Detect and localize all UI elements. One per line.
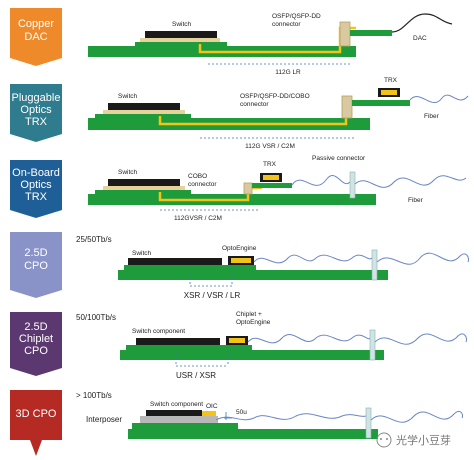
span-label: XSR / VSR / LR <box>184 291 241 300</box>
fiber <box>354 175 467 188</box>
trx-label: TRX <box>384 77 398 84</box>
switch-label: Switch <box>132 250 152 257</box>
pcb-board <box>120 350 384 360</box>
switch-label: Switch <box>118 93 138 100</box>
dac-label: DAC <box>413 35 427 42</box>
row-2-5d-cpo: 25/50Tb/s Switch OptoEngine XSR / VSR / … <box>76 235 469 300</box>
switch-chip <box>128 258 222 265</box>
svg-text:光学小豆芽: 光学小豆芽 <box>396 433 451 447</box>
fiber <box>370 411 463 423</box>
distance-label: 50u <box>236 409 247 416</box>
switch-chip <box>145 31 217 38</box>
cobo-connector <box>341 95 353 119</box>
oic-chip <box>202 411 216 416</box>
svg-text:DAC: DAC <box>24 31 47 43</box>
wechat-icon <box>376 432 392 448</box>
svg-text:2.5D: 2.5D <box>24 247 47 259</box>
svg-text:CPO: CPO <box>24 260 48 272</box>
passive-connector-label: Passive connector <box>312 155 366 162</box>
stage-2-5d-chiplet-cpo: 2.5D Chiplet CPO <box>10 312 62 376</box>
fiber <box>376 252 469 265</box>
switch-chip <box>146 410 202 416</box>
bandwidth-label: 50/100Tb/s <box>76 313 116 322</box>
row-copper-dac: Switch OSFP/QSFP-DD connector DAC 112G L… <box>88 13 453 76</box>
svg-text:Optics: Optics <box>20 104 52 116</box>
stage-copper-dac: Copper DAC <box>10 8 62 66</box>
svg-text:CPO: CPO <box>24 345 48 357</box>
svg-text:Pluggable: Pluggable <box>12 92 61 104</box>
stage-2-5d-cpo: 2.5D CPO <box>10 232 62 298</box>
switch-chip <box>108 179 180 186</box>
switch-label: Switch <box>172 21 192 28</box>
svg-text:TRX: TRX <box>25 116 48 128</box>
passive-connector <box>369 329 376 361</box>
svg-text:Optics: Optics <box>20 179 52 191</box>
trx-label: TRX <box>263 161 277 168</box>
cobo-label: COBO connector <box>188 173 217 188</box>
passive-connector <box>371 249 378 281</box>
bandwidth-label: > 100Tb/s <box>76 391 112 400</box>
row-3d-cpo: > 100Tb/s Switch component Interposer OI… <box>76 391 463 439</box>
passive-connector <box>365 407 372 439</box>
module-board <box>252 183 292 188</box>
stage-pluggable-optics: Pluggable Optics TRX <box>10 84 62 142</box>
chiplet-label: Chiplet + OptoEngine <box>236 311 271 326</box>
pcb-board <box>128 429 378 439</box>
pcb-board <box>118 270 388 280</box>
fiber <box>247 334 371 344</box>
dac-cable <box>391 13 453 33</box>
optoengine-label: OptoEngine <box>222 245 257 252</box>
switch-chip <box>108 103 180 110</box>
cobo-connector <box>243 182 253 195</box>
substrate <box>132 423 238 429</box>
span-label: 112GVSR / C2M <box>174 215 222 222</box>
fiber-label: Fiber <box>408 197 424 204</box>
row-on-board-optics: Switch COBO connector TRX Passive connec… <box>88 155 467 222</box>
fiber <box>374 333 467 345</box>
connector-label: OSFP/QSFP-DD connector <box>272 13 323 28</box>
span-label: 112G LR <box>275 69 301 76</box>
span-label: 112G VSR / C2M <box>245 143 295 150</box>
fiber <box>291 175 351 186</box>
dac-paddle <box>350 30 392 36</box>
switch-chip <box>136 338 220 345</box>
interposer-label: Interposer <box>86 415 122 424</box>
svg-text:2.5D: 2.5D <box>24 321 47 333</box>
switch-component-label: Switch component <box>150 401 203 408</box>
module-board <box>352 100 410 106</box>
fiber <box>215 413 367 421</box>
switch-label: Switch <box>118 169 138 176</box>
fiber-label: Fiber <box>424 113 440 120</box>
osfp-connector <box>339 21 351 47</box>
span-label: USR / XSR <box>176 371 216 380</box>
watermark: 光学小豆芽 <box>376 432 451 448</box>
connector-label: OSFP/QSFP-DD/COBO connector <box>240 93 312 108</box>
interposer-layer <box>140 416 218 423</box>
svg-text:On-Board: On-Board <box>12 167 60 179</box>
substrate <box>124 265 256 270</box>
stage-on-board-optics: On-Board Optics TRX <box>10 160 62 218</box>
svg-text:Copper: Copper <box>18 18 54 30</box>
substrate <box>126 345 252 350</box>
stage-3d-cpo: 3D CPO <box>10 390 62 456</box>
fiber <box>409 94 469 104</box>
bandwidth-label: 25/50Tb/s <box>76 235 112 244</box>
switch-component-label: Switch component <box>132 328 185 335</box>
svg-text:Chiplet: Chiplet <box>19 333 53 345</box>
row-pluggable-optics: Switch OSFP/QSFP-DD/COBO connector TRX F… <box>88 77 469 150</box>
svg-text:3D CPO: 3D CPO <box>16 408 57 420</box>
svg-text:TRX: TRX <box>25 191 48 203</box>
row-2-5d-chiplet-cpo: 50/100Tb/s Switch component Chiplet + Op… <box>76 311 467 380</box>
fiber <box>253 254 373 264</box>
passive-connector <box>349 171 356 199</box>
oic-label: OIC <box>206 403 218 410</box>
